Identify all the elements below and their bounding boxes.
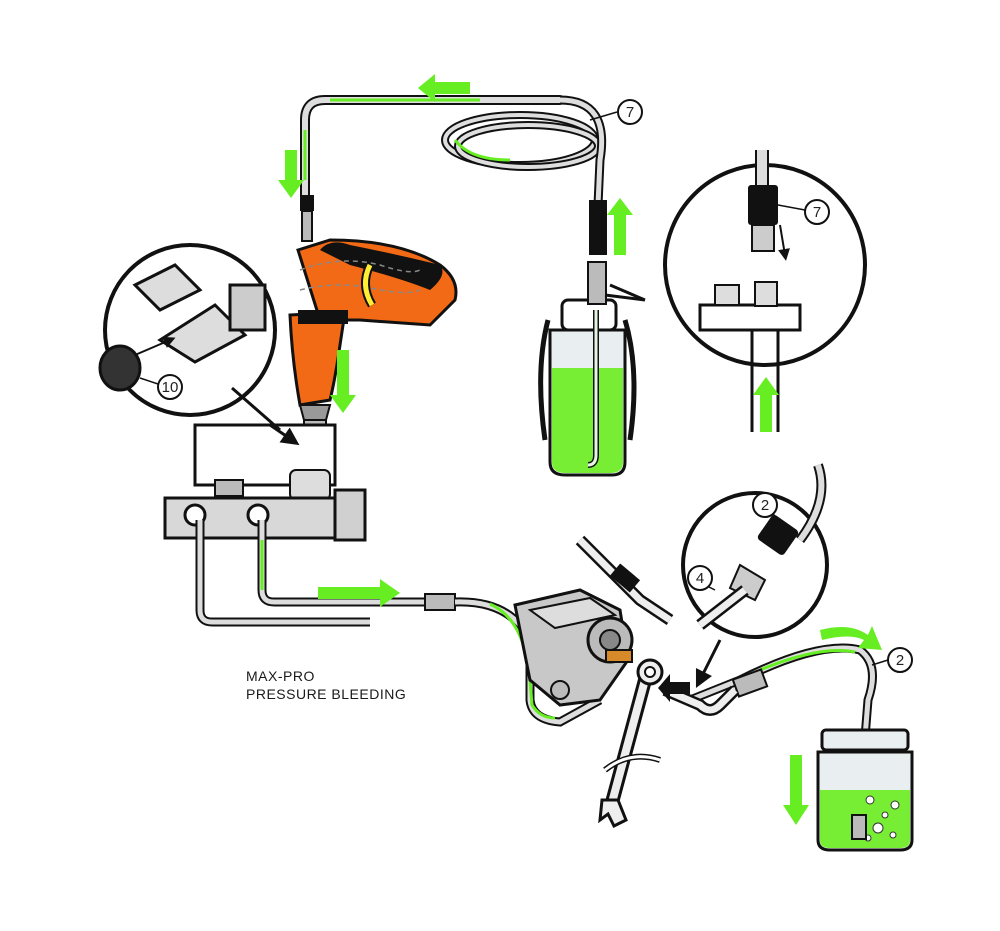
hose-fitting-top xyxy=(300,195,607,255)
flow-arrow-icon xyxy=(278,150,304,198)
main-hose xyxy=(300,95,607,206)
svg-text:2: 2 xyxy=(896,652,904,669)
detail-circle-adapter xyxy=(98,243,300,446)
callout-adapter: 10 xyxy=(139,374,183,400)
flow-arrow-icon xyxy=(330,350,356,413)
svg-text:4: 4 xyxy=(696,570,704,587)
flow-arrow-icon xyxy=(607,198,633,255)
svg-text:7: 7 xyxy=(813,204,821,221)
squeeze-motion-icon xyxy=(299,260,421,308)
svg-text:10: 10 xyxy=(162,379,179,396)
callout-bleeder-jar: 2 xyxy=(871,647,913,673)
svg-text:7: 7 xyxy=(626,104,634,121)
flow-arrow-icon xyxy=(753,377,779,432)
brake-caliper xyxy=(513,588,634,707)
callout-elbow: 4 xyxy=(687,565,716,591)
flow-arrow-icon xyxy=(820,626,882,650)
flow-arrow-icon xyxy=(418,74,470,102)
flow-arrow-icon xyxy=(783,755,809,825)
pressure-bottle xyxy=(538,261,637,477)
wrench-icon xyxy=(598,658,664,829)
caption-line-2: PRESSURE BLEEDING xyxy=(246,686,407,702)
svg-text:2: 2 xyxy=(761,497,769,514)
bleeder-hose xyxy=(662,643,877,801)
callout-bleeder-detail: 2 xyxy=(752,492,779,521)
caption-line-1: MAX-PRO xyxy=(246,668,315,684)
callout-hose-detail: 7 xyxy=(777,199,830,225)
rotate-arrow-icon xyxy=(603,753,661,773)
detail-circle-bleeder xyxy=(681,463,829,689)
callout-hose-top: 7 xyxy=(589,99,643,125)
flow-arrow-icon xyxy=(318,579,400,607)
flow-arrows xyxy=(278,74,882,825)
detail-circle-coupler xyxy=(604,150,867,432)
pointer-arrow-icon xyxy=(658,674,690,702)
catch-jar xyxy=(816,728,914,852)
bubbles-icon xyxy=(864,795,900,842)
bleeder-valve xyxy=(575,535,674,625)
